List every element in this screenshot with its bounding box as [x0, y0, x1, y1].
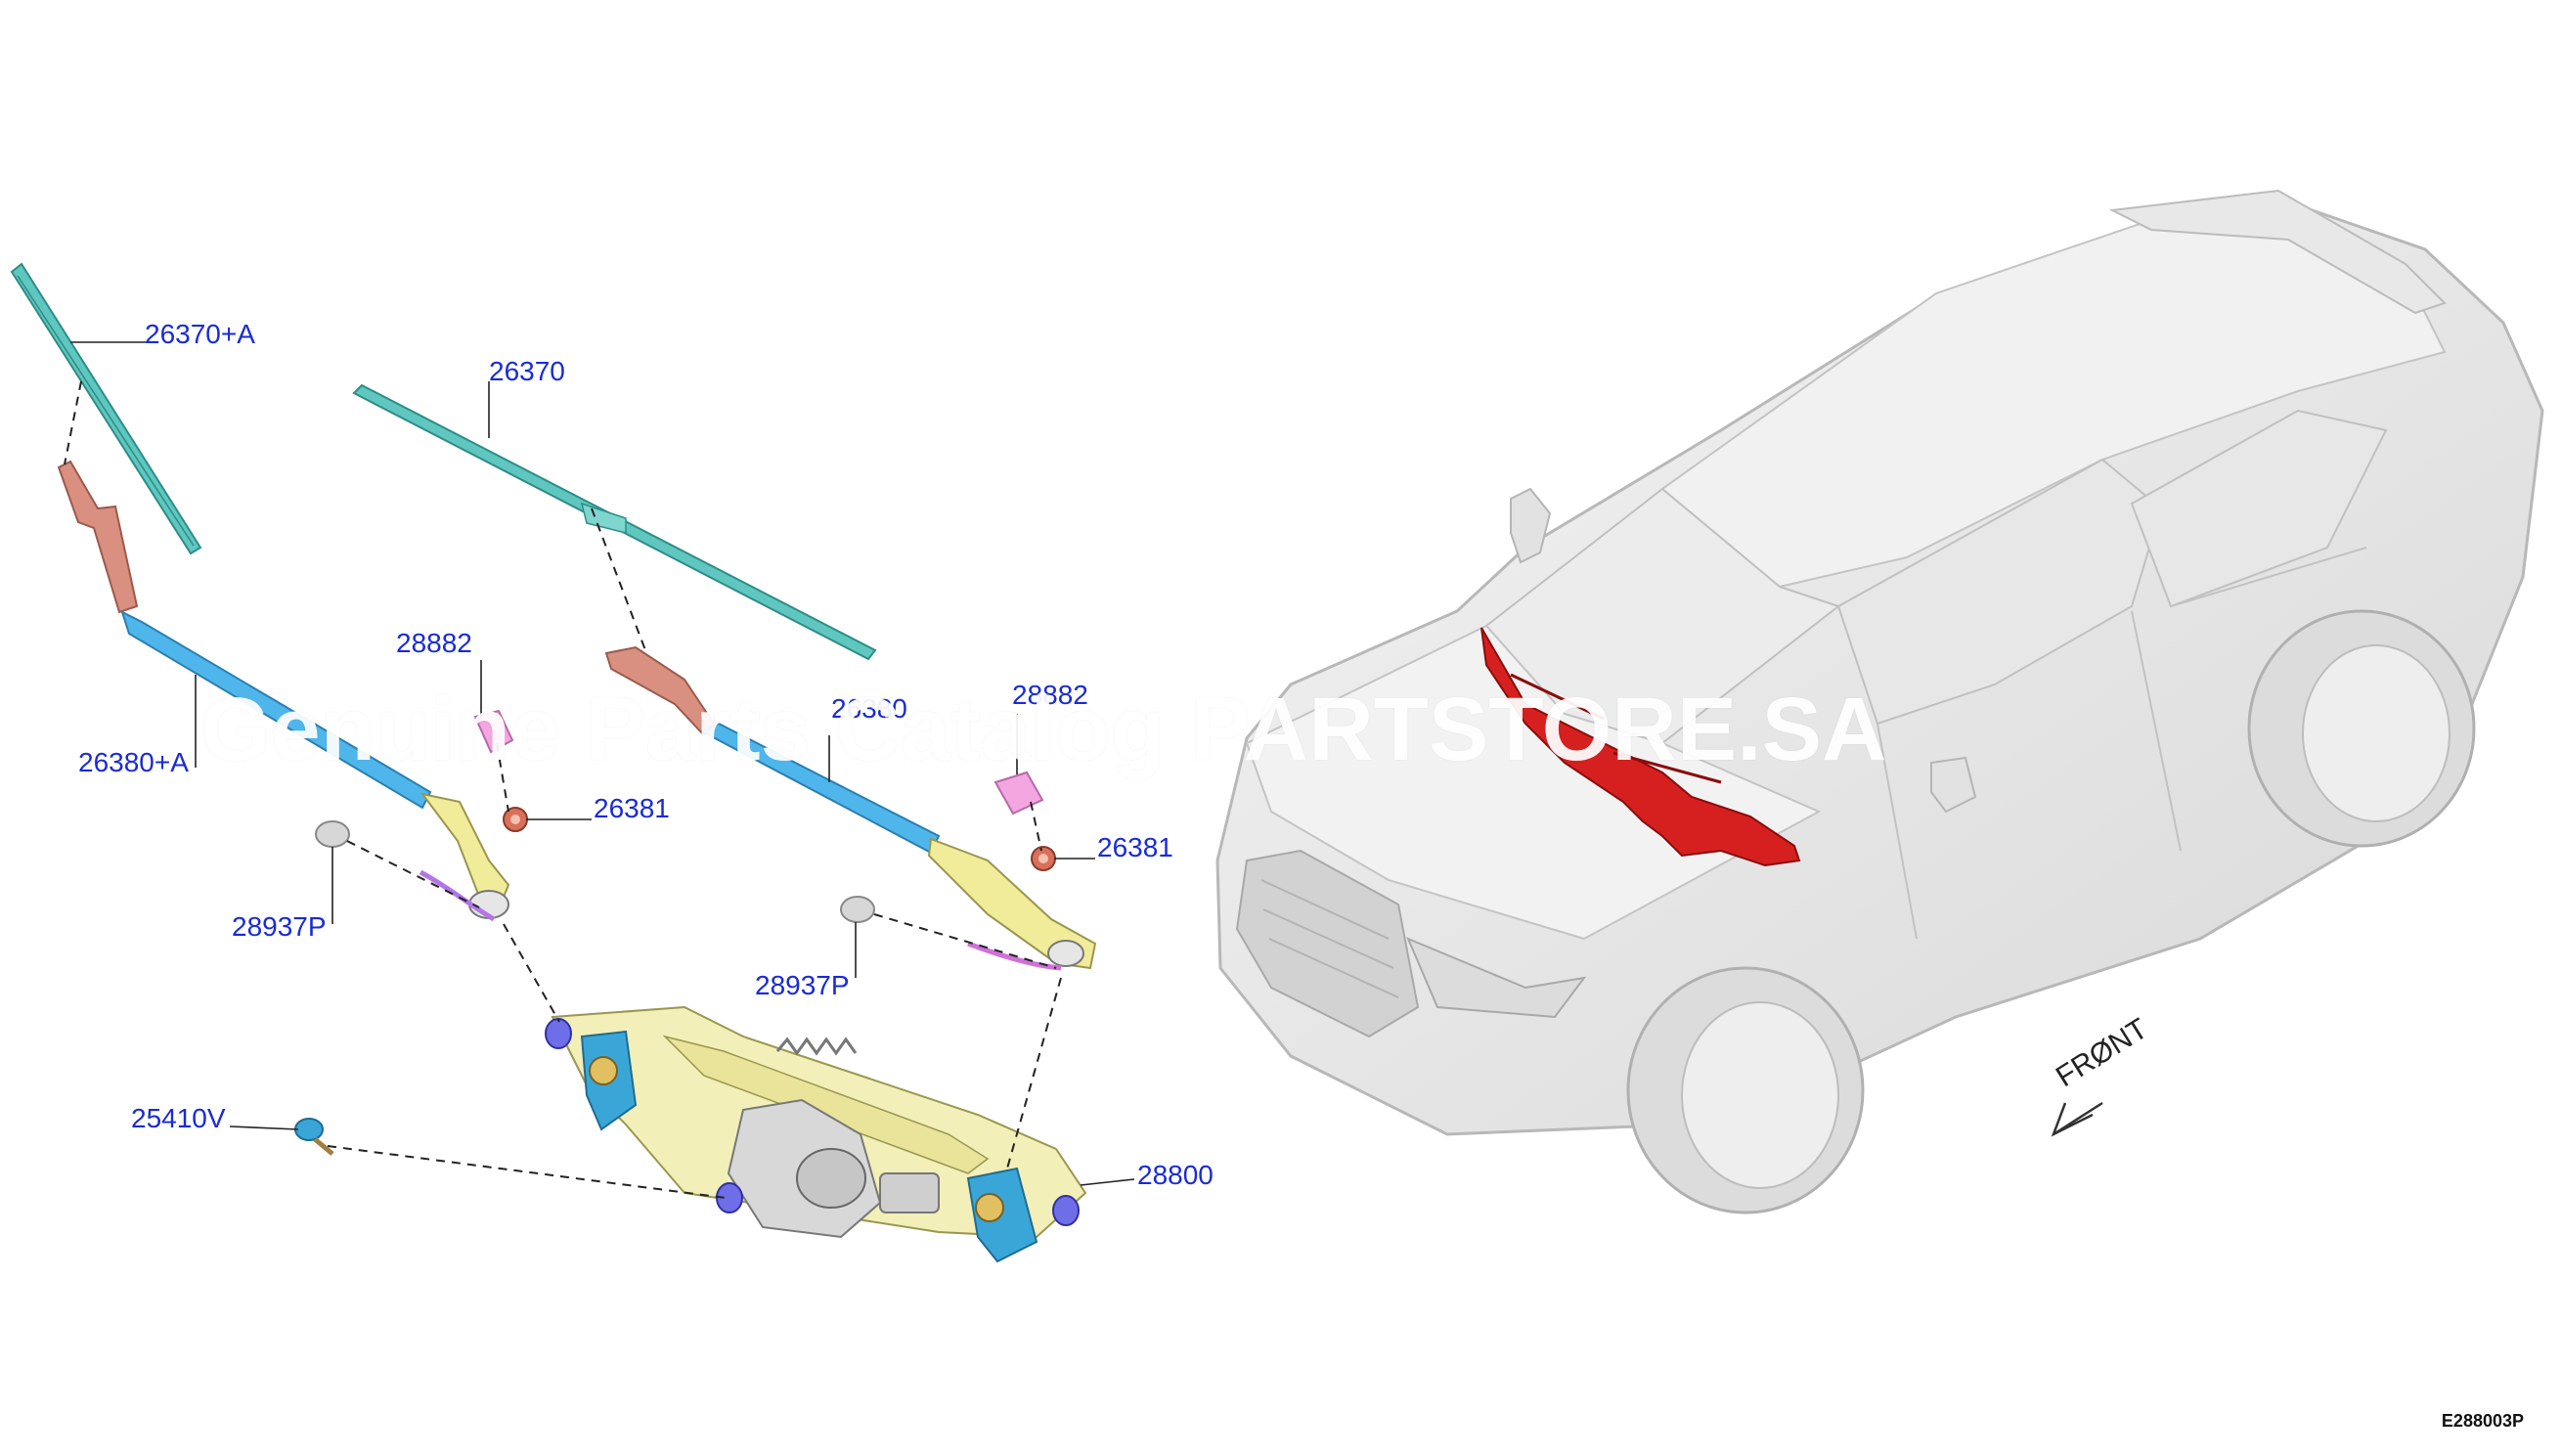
arm-right[interactable]	[604, 645, 1097, 971]
blade-left[interactable]	[10, 262, 202, 555]
callout-26370[interactable]: 26370	[489, 356, 565, 386]
bolt-shape[interactable]	[294, 1118, 334, 1156]
nut-left-shape[interactable]	[503, 807, 528, 832]
callout-28800[interactable]: 28800	[1137, 1160, 1214, 1190]
callout-26380[interactable]: 26380	[831, 693, 907, 724]
callout-26381-right[interactable]: 26381	[1097, 832, 1173, 862]
assembly-dashed-lines	[64, 380, 1062, 1199]
blade-right[interactable]	[352, 383, 877, 661]
callout-26380a[interactable]: 26380+A	[78, 747, 189, 777]
figure-code: E288003P	[2441, 1411, 2524, 1431]
callout-28937p-left[interactable]: 28937P	[232, 911, 327, 942]
callout-28882-left[interactable]: 28882	[396, 628, 472, 658]
arm-left[interactable]	[57, 460, 510, 922]
vehicle-illustration	[1215, 189, 2544, 1214]
nozzle-right-shape[interactable]	[840, 896, 875, 923]
watermark-text: Genuine Parts Catalog PARTSTORE.SA	[200, 680, 1887, 779]
nozzle-left-shape[interactable]	[315, 820, 350, 848]
callout-28937p-right[interactable]: 28937P	[755, 970, 850, 1000]
wiper-location-highlight	[1480, 627, 1801, 867]
cap-left-shape[interactable]	[473, 709, 514, 754]
callout-26381-left[interactable]: 26381	[594, 793, 670, 823]
linkage-motor-shape[interactable]	[545, 1005, 1087, 1263]
leader-lines	[70, 341, 1135, 1186]
nut-right-shape[interactable]	[1031, 846, 1056, 871]
callout-25410v[interactable]: 25410V	[131, 1103, 226, 1133]
callout-26370a[interactable]: 26370+A	[145, 319, 255, 349]
front-arrow	[2051, 1101, 2103, 1137]
callout-28882-right[interactable]: 28882	[1012, 680, 1088, 710]
